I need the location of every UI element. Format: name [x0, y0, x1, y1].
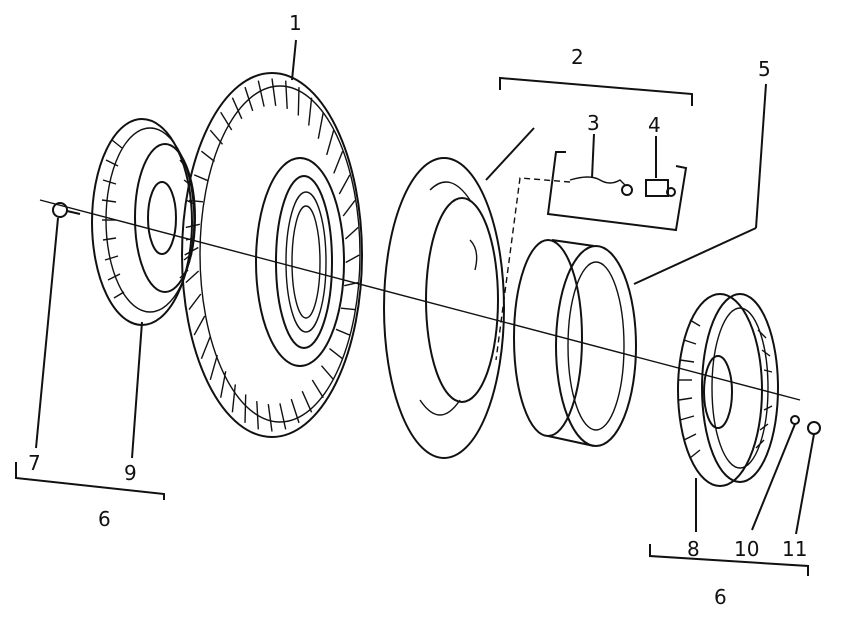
tread-mark — [338, 174, 351, 195]
tread-mark — [267, 404, 273, 432]
tread-mark — [344, 281, 359, 287]
callout-2: 2 — [571, 45, 584, 69]
callout-5: 5 — [758, 57, 771, 81]
tread-mark — [326, 130, 335, 156]
inner-tube — [383, 157, 505, 459]
callout-6-left: 6 — [98, 507, 111, 531]
nut — [807, 421, 821, 435]
tread-mark — [231, 384, 236, 413]
callout-1: 1 — [289, 11, 302, 35]
callout-11: 11 — [782, 537, 807, 561]
tread-mark — [220, 111, 233, 131]
tread-mark — [342, 199, 356, 217]
tread-mark — [184, 246, 199, 256]
callout-3: 3 — [587, 111, 600, 135]
tread-mark — [320, 365, 335, 381]
bracket-2 — [499, 76, 693, 106]
tread-mark — [340, 307, 356, 311]
tread-mark — [231, 97, 243, 120]
bracket-6-left — [15, 462, 165, 500]
tread-mark — [244, 86, 254, 112]
rim-band — [513, 239, 637, 447]
tread-mark — [185, 270, 200, 284]
wheel-axis — [39, 199, 801, 401]
callout-9: 9 — [124, 461, 137, 485]
callout-4: 4 — [648, 113, 661, 137]
tread-mark — [188, 199, 204, 203]
tread-mark — [317, 112, 324, 139]
tread-mark — [257, 80, 265, 107]
tread-mark — [200, 336, 211, 360]
tread-mark — [285, 80, 288, 109]
washer — [790, 415, 800, 425]
tread-mark — [244, 394, 247, 423]
callout-8: 8 — [687, 537, 700, 561]
callout-7: 7 — [28, 451, 41, 475]
right-rim-half — [677, 293, 779, 487]
tread-mark — [209, 129, 224, 145]
tread-mark — [345, 254, 360, 264]
tread-mark — [335, 328, 351, 336]
tread-mark — [209, 354, 218, 380]
tread-mark — [290, 398, 300, 424]
tread-mark — [193, 315, 206, 336]
left-rim-half — [91, 118, 196, 326]
tread-mark — [271, 78, 277, 106]
tread-mark — [256, 401, 259, 430]
tread-mark — [308, 97, 313, 126]
bracket-6-right — [649, 544, 809, 576]
tread-mark — [193, 174, 209, 182]
tread-mark — [185, 223, 200, 229]
tyre — [181, 72, 363, 438]
tread-mark — [329, 348, 344, 360]
callout-6-right: 6 — [714, 585, 727, 609]
bolt-left — [52, 202, 81, 218]
tread-mark — [344, 226, 359, 240]
tread-mark — [188, 293, 202, 311]
tread-mark — [297, 87, 300, 116]
tread-mark — [279, 403, 287, 430]
tread-mark — [311, 379, 324, 399]
leader-lines — [35, 39, 815, 535]
callout-10: 10 — [734, 537, 759, 561]
tread-mark — [333, 150, 344, 174]
tread-mark — [301, 390, 313, 413]
tread-mark — [220, 371, 227, 398]
valve-assembly — [495, 151, 688, 361]
tread-mark — [200, 150, 215, 162]
